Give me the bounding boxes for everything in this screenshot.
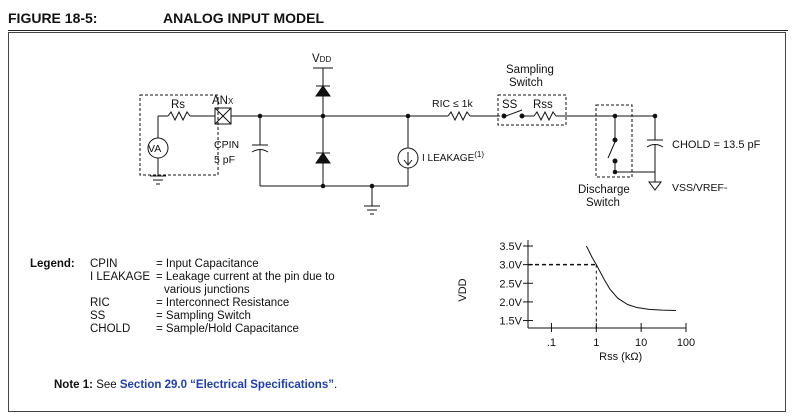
anx-label: ANX <box>212 95 234 107</box>
discharge-switch-box <box>595 104 633 178</box>
discharge-switch-icon <box>607 141 616 159</box>
legend-definition: = Sample/Hold Capacitance <box>156 323 299 335</box>
vss-ground-icon <box>648 181 662 191</box>
figure-number: FIGURE 18-5: <box>8 10 98 26</box>
legend-heading <box>30 310 90 323</box>
section-link[interactable]: Section 29.0 “Electrical Specifications” <box>119 379 334 391</box>
legend-definition: = Leakage current at the pin due to <box>156 271 335 283</box>
lower-diode-icon <box>315 152 331 164</box>
ric-resistor-icon <box>447 110 471 122</box>
legend-definition: = Input Capacitance <box>156 258 259 270</box>
sampling-switch-label-1: Sampling <box>506 64 554 76</box>
legend-row: CHOLD = Sample/Hold Capacitance <box>30 323 364 336</box>
legend-term: SS <box>90 310 106 322</box>
discharge-label-2: Switch <box>586 197 620 209</box>
discharge-label-1: Discharge <box>578 184 630 196</box>
rss-resistor-icon <box>533 110 557 122</box>
note-prefix: See <box>96 379 117 391</box>
cpin-label: CPIN <box>214 139 239 151</box>
note-suffix: . <box>333 379 338 391</box>
legend-heading <box>30 271 90 284</box>
ileakage-label: I LEAKAGE(1) <box>422 150 484 164</box>
legend-row: Legend: CPIN = Input Capacitance <box>30 258 364 271</box>
rs-resistor-icon <box>167 110 191 122</box>
rs-label: Rs <box>171 99 185 111</box>
legend-definition: various junctions <box>164 284 250 296</box>
upper-diode-icon <box>315 85 331 97</box>
legend-heading: Legend: <box>30 258 75 270</box>
rss-label: Rss <box>533 99 553 111</box>
legend-row: various junctions <box>30 284 364 297</box>
figure-header: FIGURE 18-5: ANALOG INPUT MODEL <box>8 6 788 31</box>
legend-row: I LEAKAGE = Leakage current at the pin du… <box>30 271 364 284</box>
legend-heading <box>30 297 90 310</box>
legend-definition: = Sampling Switch <box>156 310 251 322</box>
legend-heading <box>30 284 90 297</box>
legend-heading <box>30 323 90 336</box>
note-label: Note 1: <box>54 379 93 391</box>
legend-definition: = Interconnect Resistance <box>156 297 290 309</box>
legend-term: CHOLD <box>90 323 131 335</box>
legend-term: RIC <box>90 297 110 309</box>
legend: Legend: CPIN = Input Capacitance I LEAKAGE =… <box>30 258 364 336</box>
legend-term: I LEAKAGE <box>90 271 151 283</box>
note: Note 1: See Section 29.0 “Electrical Spe… <box>54 379 337 391</box>
sampling-switch-box <box>497 94 567 126</box>
ss-label: SS <box>502 99 518 111</box>
source-box <box>139 94 219 176</box>
ric-label: RIC ≤ 1k <box>432 98 474 110</box>
legend-row: SS = Sampling Switch <box>30 310 364 323</box>
legend-row: RIC = Interconnect Resistance <box>30 297 364 310</box>
figure-frame <box>8 32 786 412</box>
vss-label: VSS/VREF- <box>672 182 728 194</box>
legend-rows: Legend: CPIN = Input Capacitance I LEAKAGE =… <box>30 258 364 336</box>
sampling-switch-label-2: Switch <box>509 77 543 89</box>
sampling-switch-icon <box>505 109 523 117</box>
figure-title: ANALOG INPUT MODEL <box>163 10 324 26</box>
chold-label: CHOLD = 13.5 pF <box>672 139 761 151</box>
va-label: VA <box>148 143 161 155</box>
cpin-value: 5 pF <box>214 154 235 166</box>
vdd-label: VDD <box>312 53 331 65</box>
legend-term: CPIN <box>90 258 118 270</box>
